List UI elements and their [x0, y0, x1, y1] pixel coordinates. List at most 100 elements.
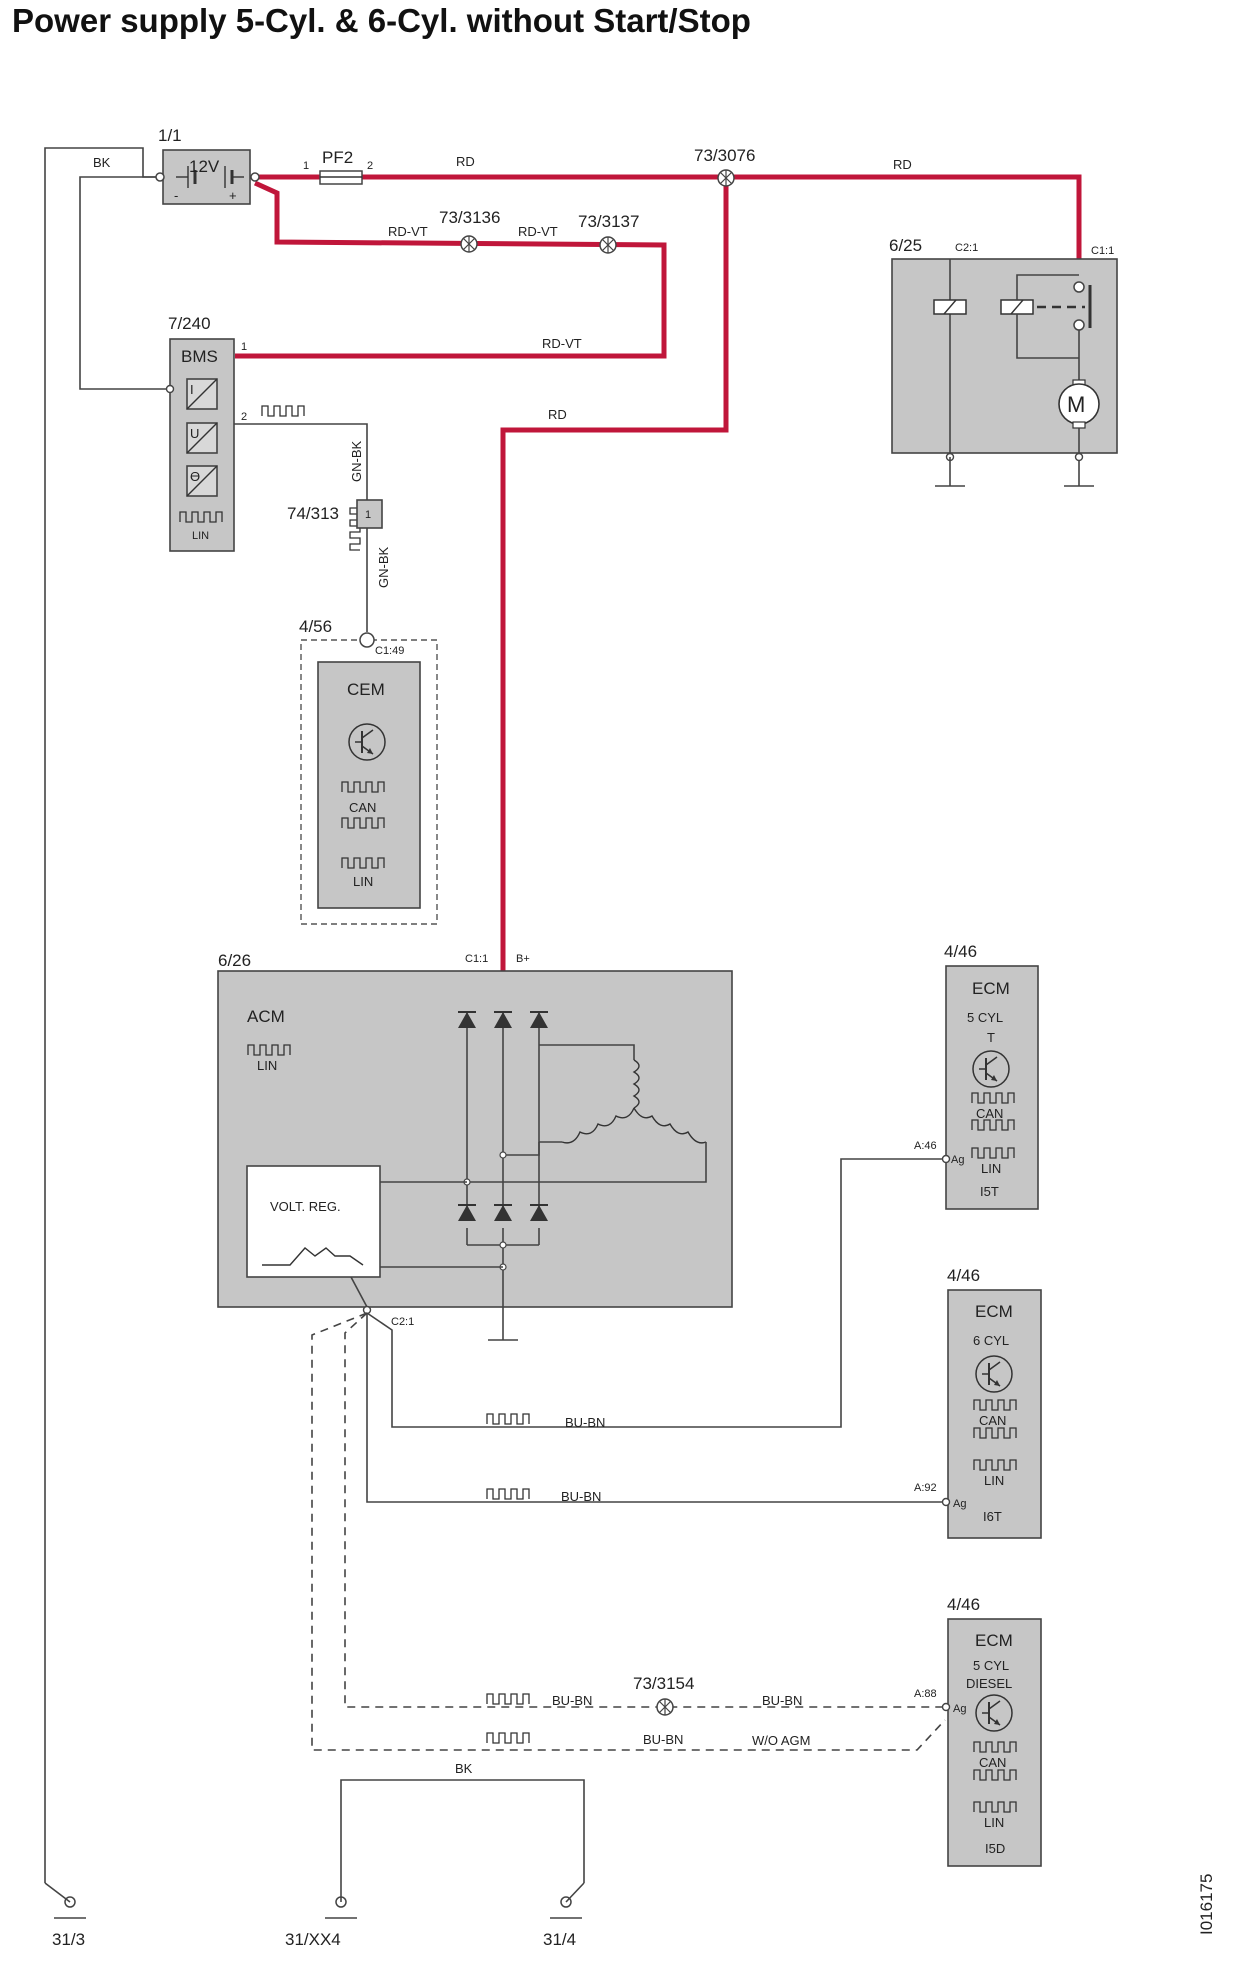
battery-minus-label: -	[174, 188, 178, 203]
bms-temp-icon: ϴ	[190, 469, 200, 484]
ecm-i5d-lin-label: LIN	[984, 1815, 1004, 1830]
ecm-i5t-variant: I5T	[980, 1184, 999, 1199]
bms-name: BMS	[181, 347, 218, 366]
battery-voltage: 12V	[189, 157, 220, 176]
bubn-d1-label: BU-BN	[552, 1693, 592, 1708]
ground-31-3-label: 31/3	[52, 1930, 85, 1949]
ecm-i6t-lin-label: LIN	[984, 1473, 1004, 1488]
signal-icon-d3	[486, 1732, 530, 1744]
bubn-i5t-label: BU-BN	[565, 1415, 605, 1430]
acm-pin-bplus: B+	[516, 953, 530, 965]
lin-signal-icon	[261, 405, 305, 417]
rd-fuse-label: RD	[456, 154, 475, 169]
ground-31-4-label: 31/4	[543, 1930, 576, 1949]
connector-74-313-ref: 74/313	[287, 504, 339, 523]
ecm-i6t-ref: 4/46	[947, 1266, 980, 1285]
ecm-i6t-line2: 6 CYL	[973, 1333, 1009, 1348]
bk-wire-label: BK	[93, 155, 111, 170]
ecm-i5d-line2: 5 CYL	[973, 1658, 1009, 1673]
ecm-i5d-can-label: CAN	[979, 1755, 1006, 1770]
splice-73-3154-label: 73/3154	[633, 1674, 694, 1693]
battery-plus-label: +	[229, 188, 237, 203]
ecm-i6t-can-label: CAN	[979, 1413, 1006, 1428]
signal-icon-i6t	[486, 1488, 530, 1500]
gnbk-wire: GN-BK GN-BK	[234, 405, 391, 632]
ecm-i5d-ref: 4/46	[947, 1595, 980, 1614]
ground-bk-bridge: BK	[340, 1761, 585, 1883]
fuse-pf2: PF2 1 2	[303, 148, 373, 185]
bms-lin-label: LIN	[192, 530, 209, 542]
ecm-i5t-can-label: CAN	[976, 1106, 1003, 1121]
ecm-i5d-ag: Ag	[953, 1703, 966, 1715]
fuse-ref: PF2	[322, 148, 353, 167]
ground-31-3: 31/3	[44, 1882, 87, 1949]
rd-starter-label: RD	[893, 157, 912, 172]
splice-73-3154	[656, 1698, 674, 1716]
ground-31-4: 31/4	[543, 1882, 585, 1949]
ecm-i5t-ag: Ag	[951, 1154, 964, 1166]
ecm-i6t-line1: ECM	[975, 1302, 1013, 1321]
bubn-i6t-label: BU-BN	[561, 1489, 601, 1504]
starter-pin-c11: C1:1	[1091, 245, 1114, 257]
acm-alternator: 6/26 C1:1 B+ ACM LIN V	[217, 951, 733, 1341]
cem-can-label: CAN	[349, 800, 376, 815]
ecm-i5t-line1: ECM	[972, 979, 1010, 998]
ecm-i5t: 4/46 ECM 5 CYL T CAN LIN I5T A:46 Ag	[914, 942, 1039, 1210]
ecm-i5t-line2: 5 CYL	[967, 1010, 1003, 1025]
splice-73-3137: 73/3137	[578, 212, 639, 254]
volt-reg-label: VOLT. REG.	[270, 1199, 341, 1214]
bubn-d3-label: BU-BN	[643, 1732, 683, 1747]
ecm-i5t-line3: T	[987, 1030, 995, 1045]
starter-ref: 6/25	[889, 236, 922, 255]
wo-agm-label: W/O AGM	[752, 1733, 811, 1748]
ecm-i5d: 4/46 ECM 5 CYL DIESEL CAN LIN I5D A:88 A…	[914, 1595, 1042, 1867]
ecm-i5t-ref: 4/46	[944, 942, 977, 961]
splice-73-3136: 73/3136	[439, 208, 500, 253]
starter-pin-c21: C2:1	[955, 242, 978, 254]
starter-motor: 6/25 C2:1 C1:1 M	[889, 236, 1118, 487]
acm-pin-c21: C2:1	[391, 1316, 414, 1328]
ecm-i6t-ag: Ag	[953, 1498, 966, 1510]
rdvt-label-2: RD-VT	[518, 224, 558, 239]
acm-name: ACM	[247, 1007, 285, 1026]
ecm-i5d-pin: A:88	[914, 1688, 937, 1700]
cem-pin: C1:49	[375, 645, 404, 657]
acm-c21-wires: BU-BN BU-BN BU-BN 73/3154 BU-BN BU-BN W/…	[311, 1158, 946, 1751]
cem-module: 4/56 C1:49 CEM CAN LIN	[299, 617, 438, 925]
bms-pin1: 1	[241, 341, 247, 353]
rdvt-bms-label: RD-VT	[542, 336, 582, 351]
connector-74-313-pin: 1	[365, 509, 371, 521]
ecm-i6t: 4/46 ECM 6 CYL CAN LIN I6T A:92 Ag	[914, 1266, 1042, 1539]
cem-ref: 4/56	[299, 617, 332, 636]
bubn-d2-label: BU-BN	[762, 1693, 802, 1708]
signal-icon-d1	[486, 1693, 530, 1705]
bms-pin2: 2	[241, 411, 247, 423]
rd-acm-label: RD	[548, 407, 567, 422]
acm-lin-label: LIN	[257, 1058, 277, 1073]
rdvt-label-1: RD-VT	[388, 224, 428, 239]
bms-voltage-icon: U	[190, 426, 199, 441]
splice-73-3076-label: 73/3076	[694, 146, 755, 165]
ecm-i6t-variant: I6T	[983, 1509, 1002, 1524]
gnbk-label-1: GN-BK	[349, 441, 364, 483]
ecm-i5d-variant: I5D	[985, 1841, 1005, 1856]
splice-73-3137-label: 73/3137	[578, 212, 639, 231]
ecm-i5d-line3: DIESEL	[966, 1676, 1012, 1691]
splice-73-3076: 73/3076	[694, 146, 755, 187]
splice-73-3136-label: 73/3136	[439, 208, 500, 227]
gnbk-label-2: GN-BK	[376, 547, 391, 589]
bk-wire-battery: BK	[44, 147, 175, 1883]
cem-lin-label: LIN	[353, 874, 373, 889]
battery-ref: 1/1	[158, 126, 182, 145]
ecm-i5t-pin: A:46	[914, 1140, 937, 1152]
ecm-i6t-pin: A:92	[914, 1482, 937, 1494]
bms-ref: 7/240	[168, 314, 211, 333]
bms-module: 7/240 BMS 1 2 I U ϴ LIN	[168, 314, 247, 552]
bk-ground-label: BK	[455, 1761, 473, 1776]
fuse-pin1: 1	[303, 160, 309, 172]
connector-74-313: 1 74/313	[287, 499, 383, 529]
image-id: I016175	[1197, 1874, 1216, 1935]
ecm-i5d-line1: ECM	[975, 1631, 1013, 1650]
acm-pin-c11: C1:1	[465, 953, 488, 965]
